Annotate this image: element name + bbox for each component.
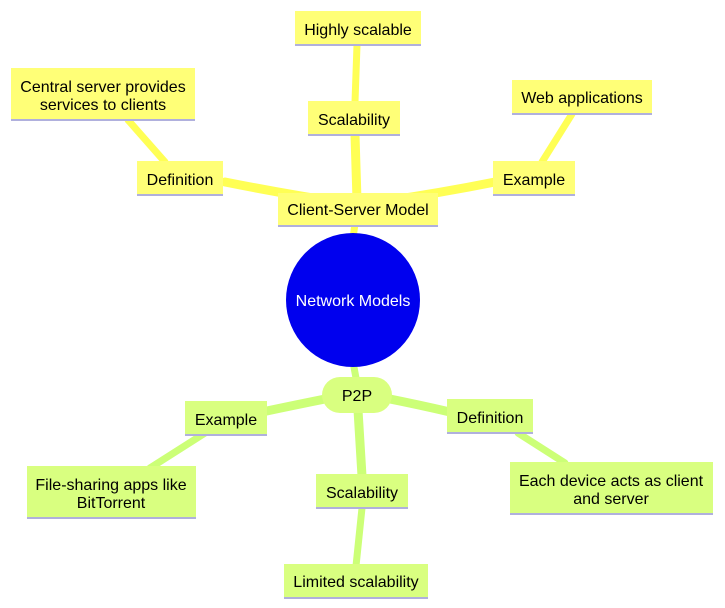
p2p-example-detail-line-2: BitTorrent [77,495,146,512]
client-server-example-label: Example [503,172,565,189]
p2p-example-detail-node: File-sharing apps like BitTorrent [27,466,196,519]
edge-example-to-file-sharing [146,429,209,472]
edge-scalability-to-limited [352,504,366,570]
p2p-scalability-node: Scalability [316,474,408,509]
client-server-example-detail-line-1: Web applications [521,90,643,107]
edge-definition-to-detail [124,116,169,166]
p2p-definition-detail-line-2: and server [573,491,649,508]
edge-client-server-to-scalability [350,130,362,205]
edge-p2p-to-scalability [353,405,367,481]
edge-definition-to-each-device [514,429,569,467]
p2p-definition-detail-line-1: Each device acts as client [519,473,704,490]
edge-scalability-to-detail [351,41,361,106]
p2p-definition-node: Definition [447,399,533,434]
root-node: Network Models [286,233,420,367]
edge-p2p-to-definition [380,393,455,417]
client-server-example-node: Example [493,161,575,196]
p2p-example-node: Example [185,401,267,436]
client-server-definition-node: Definition [137,161,223,196]
edge-example-to-detail [538,110,576,166]
client-server-definition-detail-node: Central server provides services to clie… [11,68,195,121]
p2p-node: P2P [322,377,392,413]
p2p-label: P2P [342,388,372,405]
client-server-node: Client-Server Model [278,193,438,227]
client-server-definition-label: Definition [147,172,214,189]
edge-p2p-to-example [257,393,335,417]
p2p-definition-label: Definition [457,410,524,427]
p2p-scalability-detail-node: Limited scalability [284,564,428,599]
p2p-example-label: Example [195,412,257,429]
root-label: Network Models [296,293,411,310]
client-server-definition-detail-line-2: services to clients [40,97,166,114]
p2p-example-detail-line-1: File-sharing apps like [35,477,186,494]
p2p-scalability-detail-line-1: Limited scalability [293,574,418,591]
client-server-definition-detail-line-1: Central server provides [20,79,185,96]
client-server-label: Client-Server Model [287,202,428,219]
client-server-example-detail-node: Web applications [512,80,652,115]
client-server-scalability-node: Scalability [308,101,400,136]
client-server-scalability-detail-line-1: Highly scalable [304,22,412,39]
client-server-scalability-detail-node: Highly scalable [295,11,421,46]
p2p-scalability-label: Scalability [326,485,398,502]
client-server-scalability-label: Scalability [318,112,390,129]
p2p-definition-detail-node: Each device acts as client and server [510,462,713,515]
